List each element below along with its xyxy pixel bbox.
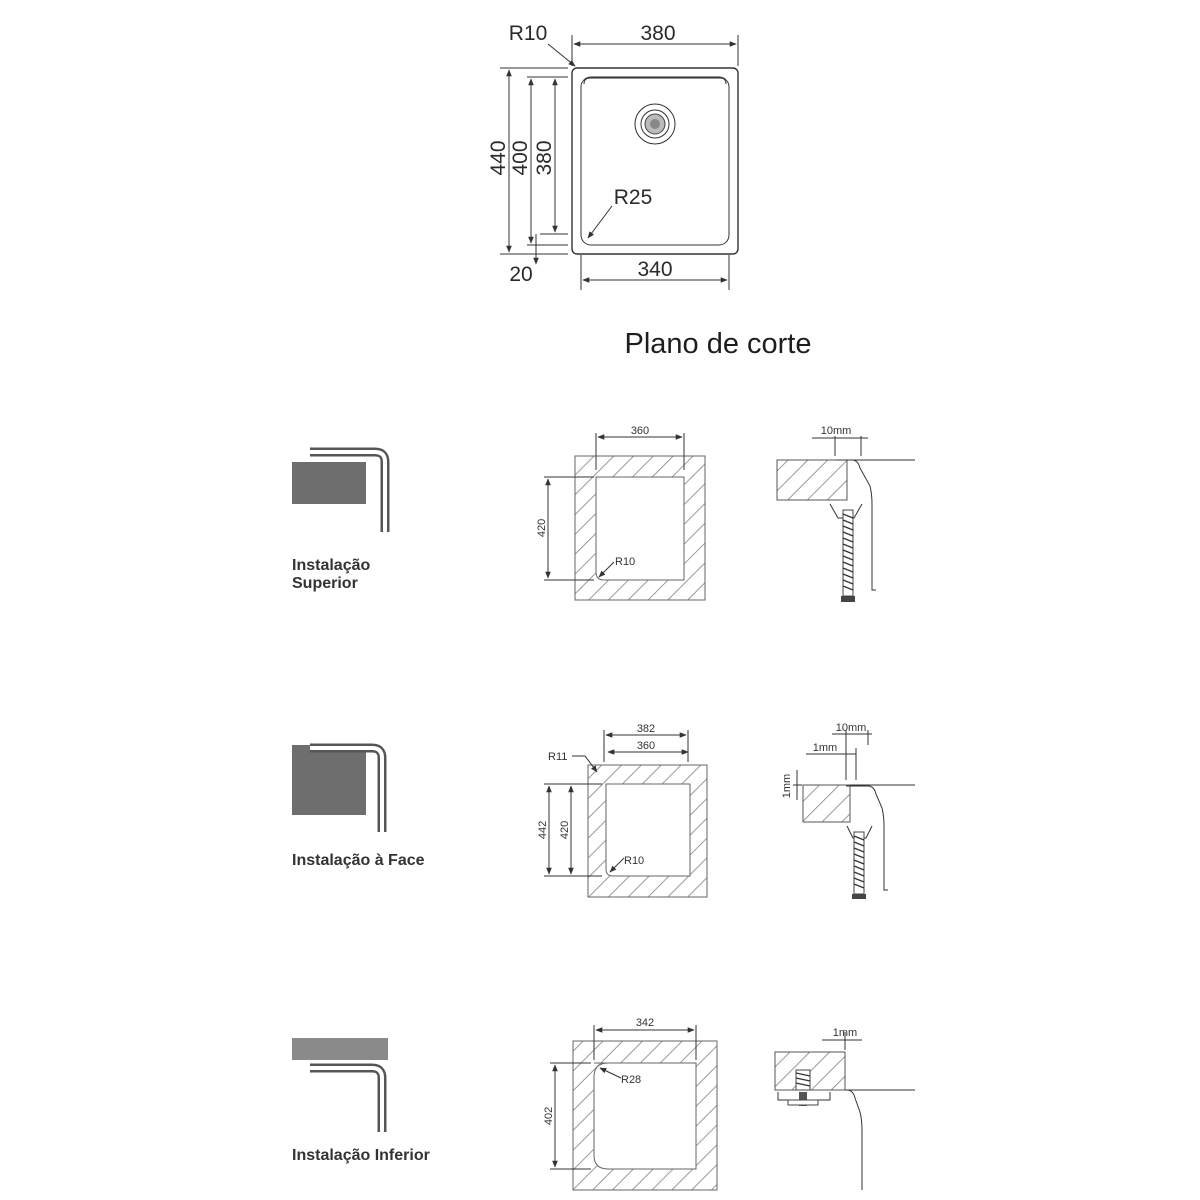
dim-380-side: 380 [533, 140, 556, 175]
dimension-width-inner: 340 [582, 258, 728, 283]
dim-360-superior: 360 [631, 425, 649, 437]
install-icon-face [292, 743, 387, 832]
label-superior-line1: Instalação [292, 557, 370, 574]
dim-420-superior: 420 [536, 519, 548, 537]
dim-r10-top: R10 [509, 22, 548, 45]
section-title: Plano de corte [624, 328, 811, 360]
dim-342-inferior: 342 [636, 1017, 654, 1029]
dimension-radius-outer: R10 [509, 22, 576, 67]
dim-r10-face: R10 [624, 855, 644, 867]
dim-r11-face: R11 [548, 751, 567, 763]
section-detail-face: 10mm 1mm 1mm [781, 722, 915, 899]
dim-1mm-face-side: 1mm [781, 774, 793, 798]
dimension-height-mid: 400 [509, 78, 534, 244]
dim-340: 340 [637, 258, 672, 281]
install-icon-inferior [292, 1038, 388, 1132]
dim-20: 20 [509, 263, 532, 286]
dim-10mm-superior: 10mm [821, 425, 852, 437]
dim-402-inferior: 402 [543, 1107, 555, 1125]
section-detail-superior: 10mm [776, 425, 915, 602]
dim-420-face: 420 [559, 821, 571, 839]
dim-10mm-face: 10mm [836, 722, 867, 734]
dim-1mm-inferior: 1mm [833, 1027, 857, 1039]
section-detail-inferior: 1mm [774, 1027, 915, 1190]
dim-400: 400 [509, 140, 532, 175]
dim-360-face: 360 [637, 740, 655, 752]
dimension-flange: 20 [509, 234, 539, 286]
dim-440: 440 [487, 140, 510, 175]
cutout-face: 382 360 R11 442 420 R10 [537, 723, 708, 898]
label-inferior: Instalação Inferior [292, 1147, 430, 1164]
dim-380-top: 380 [640, 22, 675, 45]
dim-442-face: 442 [537, 821, 549, 839]
dimension-width-outer: 380 [573, 22, 737, 47]
label-face: Instalação à Face [292, 852, 425, 869]
dim-r25: R25 [614, 186, 653, 209]
dimension-height-inner: 380 [533, 78, 558, 233]
dim-1mm-face-top: 1mm [813, 742, 837, 754]
cutout-inferior: 342 402 R28 [543, 1017, 718, 1191]
dim-r28-inferior: R28 [621, 1074, 641, 1086]
install-icon-superior [292, 447, 390, 532]
label-superior-line2: Superior [292, 575, 358, 592]
cutout-superior: 360 420 R10 [536, 425, 706, 601]
dim-r10-superior: R10 [615, 556, 635, 568]
dimension-radius-inner: R25 [587, 186, 653, 239]
dimension-height-outer: 440 [487, 69, 512, 253]
dim-382-face: 382 [637, 723, 655, 735]
